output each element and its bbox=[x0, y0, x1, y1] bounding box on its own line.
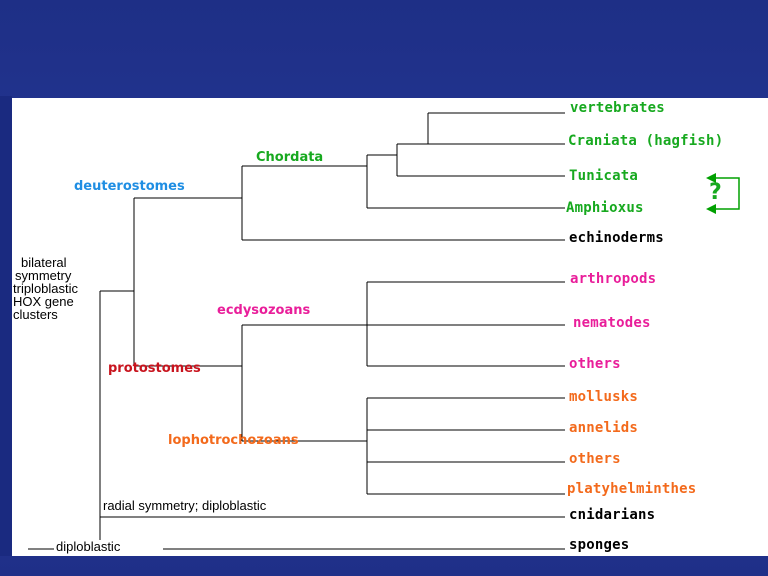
note-line: HOX gene bbox=[13, 294, 74, 309]
clade-label-protostomes: protostomes bbox=[108, 361, 201, 376]
uncertainty-bracket bbox=[715, 177, 740, 210]
taxon-label-mollusks: mollusks bbox=[569, 389, 639, 405]
clade-label-ecdysozoans: ecdysozoans bbox=[217, 303, 311, 318]
phylogeny-tree bbox=[28, 112, 740, 550]
clade-label-lophotrochozoans: lophotrochozoans bbox=[168, 433, 299, 448]
taxon-label-cnidarians: cnidarians bbox=[569, 507, 656, 523]
taxon-label-sponges: sponges bbox=[569, 537, 630, 553]
note-bilateral-characters: bilateral symmetry triploblastic HOX gen… bbox=[12, 256, 78, 321]
phylogeny-panel: Chordata deuterostomes ecdysozoans proto… bbox=[12, 98, 768, 556]
arrowhead-amphioxus bbox=[706, 204, 716, 214]
note-radial-symmetry: radial symmetry; diploblastic bbox=[103, 498, 267, 513]
taxon-label-arthropods: arthropods bbox=[570, 271, 657, 287]
taxon-label-vertebrates: vertebrates bbox=[570, 100, 665, 116]
note-line: clusters bbox=[13, 307, 58, 322]
arrowhead-tunicata bbox=[706, 173, 716, 183]
taxon-label-annelids: annelids bbox=[569, 420, 639, 436]
note-line: triploblastic bbox=[13, 281, 79, 296]
taxon-label-platyhelminthes: platyhelminthes bbox=[567, 481, 697, 497]
note-line: symmetry bbox=[15, 268, 72, 283]
taxon-label-amphioxus: Amphioxus bbox=[566, 200, 644, 216]
taxon-label-craniata: Craniata (hagfish) bbox=[568, 133, 724, 149]
note-diploblastic: diploblastic bbox=[54, 539, 123, 554]
taxon-label-nematodes: nematodes bbox=[573, 315, 651, 331]
note-line: bilateral bbox=[21, 255, 67, 270]
taxon-label-echinoderms: echinoderms bbox=[569, 230, 664, 246]
clade-label-chordata: Chordata bbox=[256, 150, 324, 165]
slide-edge bbox=[0, 96, 12, 556]
taxon-label-others-ecdysozoa: others bbox=[569, 356, 621, 372]
clade-label-deuterostomes: deuterostomes bbox=[74, 179, 185, 194]
taxon-label-others-lophotrochozoa: others bbox=[569, 451, 621, 467]
question-mark: ? bbox=[709, 180, 722, 205]
taxon-label-tunicata: Tunicata bbox=[569, 168, 639, 184]
